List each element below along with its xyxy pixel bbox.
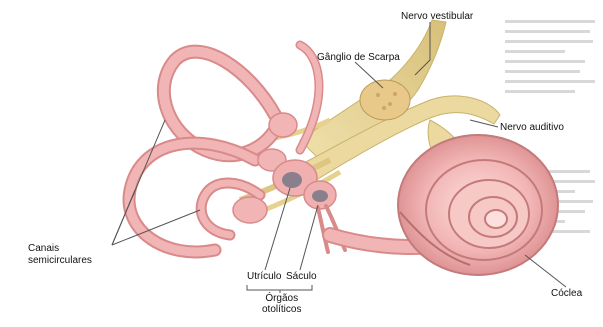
leader-saculo	[300, 205, 318, 270]
label-nervo-auditivo: Nervo auditivo	[500, 122, 564, 134]
label-orgaos-line2: otolíticos	[262, 304, 301, 315]
orgaos-bracket	[247, 285, 312, 293]
saccule	[304, 181, 336, 209]
label-nervo-vestibular: Nervo vestibular	[401, 11, 473, 23]
semicircular-canals	[129, 45, 319, 252]
label-canais-line1: Canais	[28, 243, 92, 255]
label-orgaos-otoliticos: Órgãos otolíticos	[262, 293, 301, 315]
cochlea	[398, 135, 558, 275]
scarpa-ganglion	[360, 80, 410, 120]
label-canais-line2: semicirculares	[28, 255, 92, 267]
label-coclea: Cóclea	[551, 288, 582, 300]
label-canais-semicirculares: Canais semicirculares	[28, 243, 92, 267]
label-utriculo: Utrículo	[247, 271, 281, 283]
leader-utriculo	[265, 188, 290, 270]
leader-coclea	[525, 255, 566, 287]
label-ganglio-de-scarpa: Gânglio de Scarpa	[317, 52, 400, 64]
label-saculo: Sáculo	[286, 271, 317, 283]
label-orgaos-line1: Órgãos	[262, 293, 301, 304]
